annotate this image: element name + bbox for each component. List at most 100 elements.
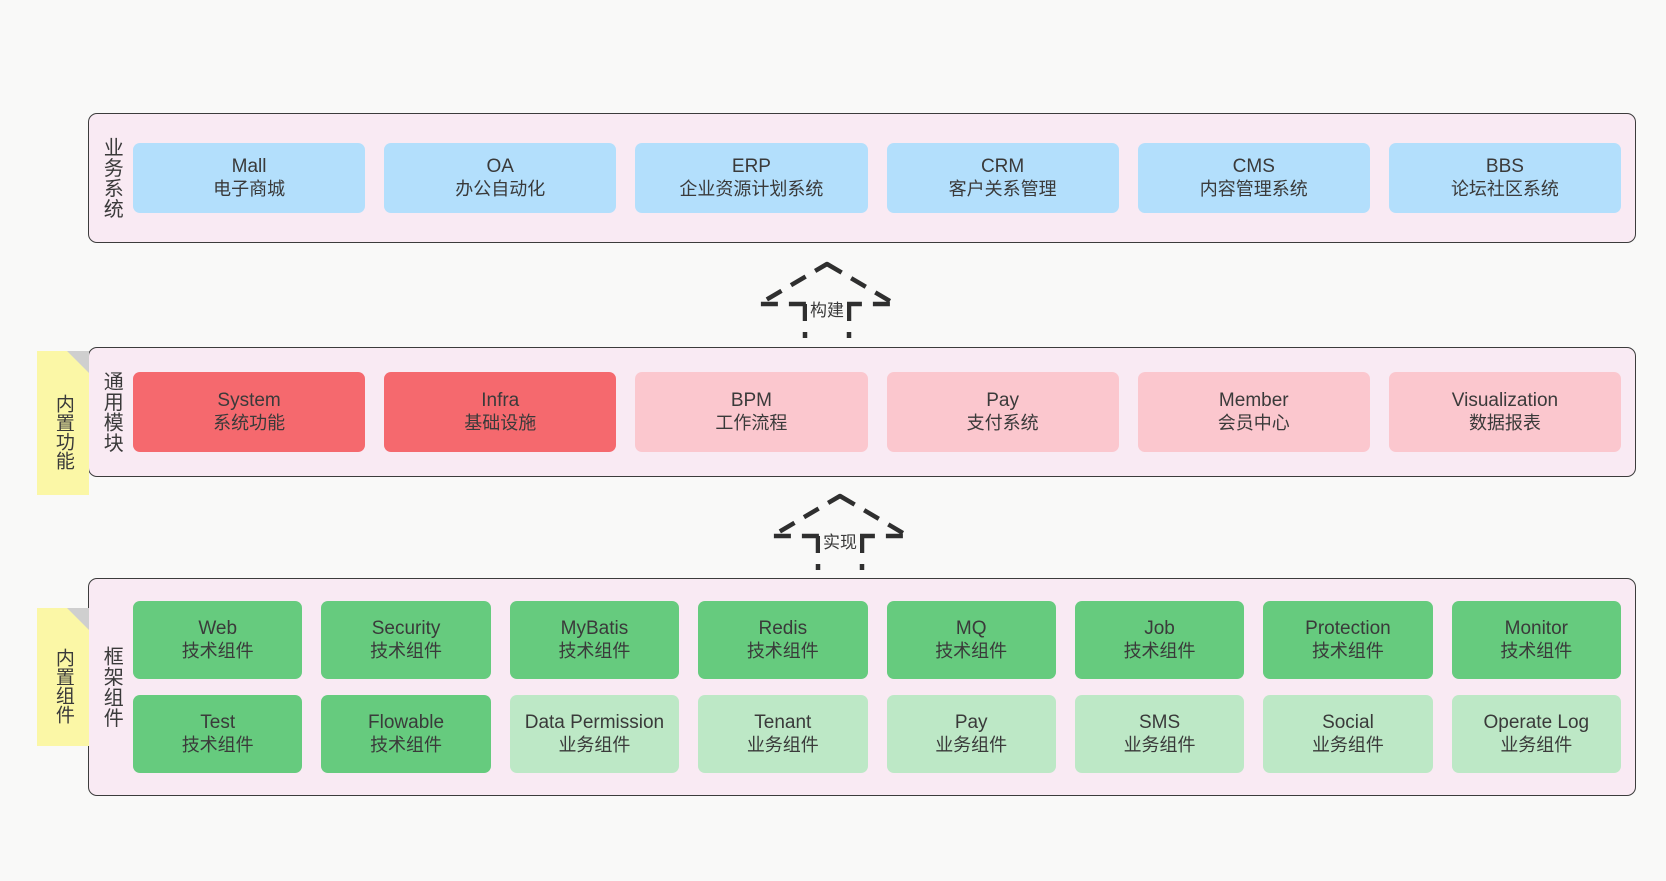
card-sms[interactable]: SMS 业务组件: [1074, 695, 1245, 773]
card-test[interactable]: Test 技术组件: [133, 695, 303, 773]
card-row: Web 技术组件 Security 技术组件 MyBatis 技术组件 Redi…: [133, 601, 1621, 679]
card-subtitle: 技术组件: [370, 734, 443, 755]
layer-title-common-modules: 通用模块: [100, 371, 123, 453]
card-subtitle: 技术组件: [1311, 640, 1384, 661]
card-subtitle: 业务组件: [1123, 734, 1196, 755]
card-member[interactable]: Member 会员中心: [1137, 372, 1370, 452]
card-row: System 系统功能 Infra 基础设施 BPM 工作流程 Pay 支付系统…: [133, 372, 1622, 452]
card-oa[interactable]: OA 办公自动化: [384, 143, 617, 213]
layer-common-modules: 通用模块 System 系统功能 Infra 基础设施 BPM 工作流程 Pay…: [88, 347, 1636, 477]
card-title: CRM: [980, 156, 1025, 178]
layer-body-common-modules: System 系统功能 Infra 基础设施 BPM 工作流程 Pay 支付系统…: [133, 348, 1635, 476]
card-pay[interactable]: Pay 支付系统: [886, 372, 1119, 452]
card-title: Social: [1322, 712, 1374, 734]
card-bbs[interactable]: BBS 论坛社区系统: [1388, 143, 1622, 213]
card-title: Security: [371, 618, 441, 640]
card-title: Infra: [481, 390, 520, 412]
card-subtitle: 技术组件: [181, 640, 254, 661]
card-title: Pay: [954, 712, 988, 734]
card-operate-log[interactable]: Operate Log 业务组件: [1451, 695, 1621, 773]
card-subtitle: 业务组件: [935, 734, 1008, 755]
card-social[interactable]: Social 业务组件: [1263, 695, 1433, 773]
layer-body-framework-components: Web 技术组件 Security 技术组件 MyBatis 技术组件 Redi…: [133, 579, 1635, 795]
card-title: Job: [1144, 618, 1175, 640]
card-row: Test 技术组件 Flowable 技术组件 Data Permission …: [133, 695, 1621, 773]
card-pay-business[interactable]: Pay 业务组件: [886, 695, 1056, 773]
card-subtitle: 技术组件: [181, 734, 254, 755]
card-subtitle: 客户关系管理: [948, 178, 1057, 199]
card-flowable[interactable]: Flowable 技术组件: [321, 695, 491, 773]
card-security[interactable]: Security 技术组件: [321, 601, 491, 679]
card-subtitle: 论坛社区系统: [1450, 178, 1559, 199]
card-title: Tenant: [754, 712, 812, 734]
card-subtitle: 技术组件: [746, 640, 819, 661]
card-mall[interactable]: Mall 电子商城: [133, 143, 366, 213]
card-title: Member: [1218, 390, 1289, 412]
card-title: Visualization: [1451, 390, 1559, 412]
connector-label: 构建: [807, 296, 847, 321]
layer-framework-components: 框架组件 Web 技术组件 Security 技术组件 MyBatis 技术组件…: [88, 578, 1636, 796]
card-erp[interactable]: ERP 企业资源计划系统: [635, 143, 868, 213]
card-title: Pay: [986, 390, 1019, 412]
card-subtitle: 系统功能: [213, 412, 286, 433]
card-subtitle: 内容管理系统: [1199, 178, 1308, 199]
connector-build: 构建: [756, 261, 898, 338]
card-title: Mall: [231, 156, 267, 178]
card-subtitle: 技术组件: [558, 640, 631, 661]
note-label: 内置组件: [52, 648, 74, 724]
card-subtitle: 业务组件: [1311, 734, 1384, 755]
card-title: Monitor: [1504, 618, 1568, 640]
note-builtin-features: 内置功能: [37, 351, 89, 495]
card-title: Protection: [1305, 618, 1391, 640]
card-protection[interactable]: Protection 技术组件: [1263, 601, 1433, 679]
connector-label: 实现: [820, 528, 860, 553]
card-subtitle: 技术组件: [1500, 640, 1573, 661]
card-subtitle: 业务组件: [1500, 734, 1573, 755]
card-subtitle: 业务组件: [558, 734, 631, 755]
layer-title-business-systems: 业务系统: [100, 137, 123, 219]
card-cms[interactable]: CMS 内容管理系统: [1137, 143, 1370, 213]
card-mybatis[interactable]: MyBatis 技术组件: [509, 601, 680, 679]
card-subtitle: 数据报表: [1468, 412, 1541, 433]
card-title: Flowable: [368, 712, 445, 734]
card-infra[interactable]: Infra 基础设施: [384, 372, 617, 452]
card-system[interactable]: System 系统功能: [133, 372, 366, 452]
card-subtitle: 工作流程: [715, 412, 788, 433]
card-crm[interactable]: CRM 客户关系管理: [886, 143, 1119, 213]
card-web[interactable]: Web 技术组件: [133, 601, 303, 679]
card-subtitle: 会员中心: [1217, 412, 1290, 433]
card-monitor[interactable]: Monitor 技术组件: [1451, 601, 1621, 679]
card-title: ERP: [731, 156, 771, 178]
note-fold-corner-icon: [67, 351, 89, 373]
card-subtitle: 技术组件: [370, 640, 443, 661]
card-title: Test: [200, 712, 236, 734]
card-subtitle: 支付系统: [966, 412, 1039, 433]
card-title: BBS: [1485, 156, 1524, 178]
card-bpm[interactable]: BPM 工作流程: [635, 372, 868, 452]
connector-realize: 实现: [769, 493, 911, 570]
card-title: CMS: [1232, 156, 1275, 178]
card-title: OA: [486, 156, 514, 178]
note-label: 内置功能: [52, 394, 74, 470]
card-tenant[interactable]: Tenant 业务组件: [698, 695, 868, 773]
card-title: Redis: [758, 618, 808, 640]
card-subtitle: 企业资源计划系统: [679, 178, 824, 199]
layer-body-business-systems: Mall 电子商城 OA 办公自动化 ERP 企业资源计划系统 CRM 客户关系…: [133, 114, 1635, 242]
card-job[interactable]: Job 技术组件: [1074, 601, 1245, 679]
card-data-permission[interactable]: Data Permission 业务组件: [509, 695, 680, 773]
card-title: MyBatis: [560, 618, 629, 640]
card-subtitle: 办公自动化: [455, 178, 546, 199]
card-subtitle: 技术组件: [1123, 640, 1196, 661]
card-mq[interactable]: MQ 技术组件: [886, 601, 1056, 679]
card-redis[interactable]: Redis 技术组件: [698, 601, 868, 679]
note-builtin-components: 内置组件: [37, 608, 89, 746]
card-title: System: [217, 390, 281, 412]
card-subtitle: 电子商城: [213, 178, 286, 199]
card-title: MQ: [955, 618, 987, 640]
layer-title-framework-components: 框架组件: [100, 646, 123, 728]
layer-business-systems: 业务系统 Mall 电子商城 OA 办公自动化 ERP 企业资源计划系统 CRM…: [88, 113, 1636, 243]
card-title: BPM: [730, 390, 773, 412]
card-row: Mall 电子商城 OA 办公自动化 ERP 企业资源计划系统 CRM 客户关系…: [133, 143, 1622, 213]
card-visualization[interactable]: Visualization 数据报表: [1388, 372, 1622, 452]
